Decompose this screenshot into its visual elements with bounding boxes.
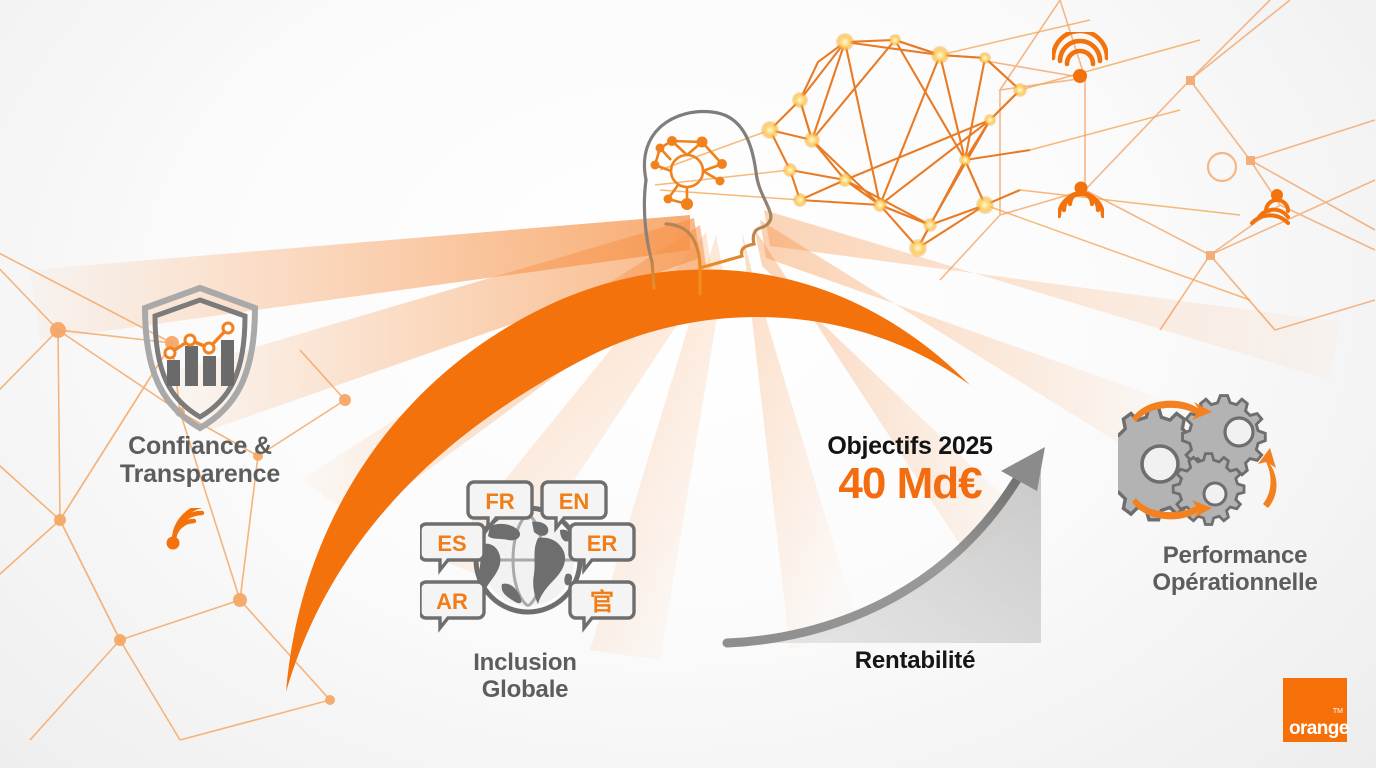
wifi-signal-icon — [166, 508, 205, 550]
objectifs-title: Objectifs 2025 — [827, 432, 993, 460]
pillar-label-inclusion: Inclusion Globale — [473, 649, 577, 703]
objectifs-block: Objectifs 2025 40 Md€ — [770, 432, 1050, 509]
language-bubble-en: EN — [540, 480, 608, 533]
language-bubble-label: EN — [559, 489, 590, 514]
language-bubble-label: FR — [485, 489, 514, 514]
globe-languages-icon: FR EN ES ER AR 官 — [420, 480, 636, 633]
language-bubble-label: 官 — [590, 588, 614, 616]
language-bubble-er: ER — [568, 522, 636, 575]
wifi-signal-icon — [1250, 189, 1290, 225]
orange-logo-text: orange — [1289, 718, 1349, 739]
wifi-signal-icon — [1052, 32, 1108, 83]
rentabilite-label: Rentabilité — [854, 647, 976, 674]
gears-icon — [1118, 394, 1277, 526]
growth-arrow-icon — [722, 447, 1045, 648]
pillar-label-performance: Performance Opérationnelle — [1152, 542, 1318, 596]
language-bubble-label: AR — [436, 589, 468, 614]
objectifs-value: 40 Md€ — [838, 459, 982, 508]
orange-logo: orange TM — [1283, 678, 1349, 742]
shield-chart-icon — [141, 284, 259, 432]
wifi-signal-icon — [1058, 181, 1104, 219]
language-bubble-zh: 官 — [568, 580, 636, 633]
language-bubble-ar: AR — [420, 580, 486, 633]
pillar-label-confiance: Confiance & Transparence — [119, 432, 281, 488]
language-bubble-es: ES — [420, 522, 486, 575]
orange-logo-tm: TM — [1332, 708, 1343, 715]
language-bubble-fr: FR — [466, 480, 534, 533]
language-bubble-label: ER — [587, 531, 618, 556]
neural-node-icon — [653, 139, 723, 206]
language-bubble-label: ES — [437, 531, 466, 556]
